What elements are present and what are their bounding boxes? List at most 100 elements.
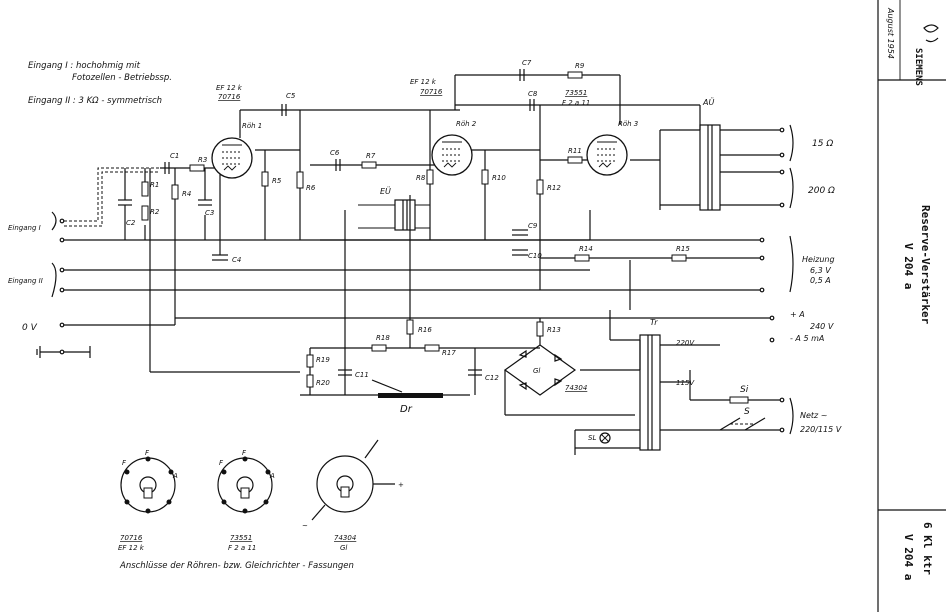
fuse: Si [729,385,749,404]
capacitors: C1 C2 C3 C4 C5 C6 C7 C8 C9 C10 C11 C12 [118,59,542,382]
terminal-1 [59,218,65,224]
wiring [64,74,780,455]
tube3-name: Röh 3 [618,120,638,128]
svg-text:F: F [219,459,224,467]
svg-text:C5: C5 [286,92,296,100]
code-text: 6 Kl ktr [921,522,934,575]
model-text: V 204 a [902,243,915,289]
svg-text:~: ~ [302,522,308,530]
socket3-type: Gl [340,544,347,552]
date-text: August 1954 [886,7,895,59]
socket2-type: F 2 a 11 [228,544,256,552]
title-block: SIEMENS August 1954 Reserve-Verstärker V… [877,0,946,612]
terminal-6 [59,349,65,355]
shielded-cable [64,167,160,222]
terminal-3 [59,267,65,273]
tube2-type: EF 12 k [410,78,437,86]
svg-text:R20: R20 [316,379,330,387]
eu-label: EÜ [380,186,391,196]
svg-text:R3: R3 [198,156,207,164]
output-terminals: 15 Ω 200 Ω Heizung 6,3 V 0,5 A + A 240 V… [759,124,842,435]
heizung-current: 0,5 A [810,276,831,285]
svg-text:+: + [398,481,404,489]
svg-text:R7: R7 [366,152,376,160]
svg-text:C4: C4 [232,256,241,264]
label-zero-v: 0 V [22,323,38,333]
v240-label: 240 V [810,322,834,331]
socket2-code: 73551 [230,534,252,542]
pilot-lamp: SL [588,432,611,444]
svg-text:C3: C3 [205,209,214,217]
socket1-code: 70716 [120,534,143,542]
tube-roh3: 73551 F 2 a 11 Röh 3 [562,89,638,176]
svg-text:C9: C9 [528,222,538,230]
tr-220-label: 220V [676,339,695,347]
note-input2: Eingang II : 3 KΩ - symmetrisch [28,96,162,106]
svg-text:R8: R8 [416,174,426,182]
svg-text:R4: R4 [182,190,191,198]
svg-text:R5: R5 [272,177,282,185]
code2-text: V 204 a [902,534,915,580]
svg-text:C1: C1 [170,152,179,160]
socket-ef12k: F F A [120,449,178,514]
rectifier-bridge: Gl 74304 [503,344,587,396]
choke: Dr [371,379,443,415]
svg-text:R6: R6 [306,184,316,192]
tube-roh1: EF 12 k 70716 Röh 1 [211,84,262,179]
svg-text:R13: R13 [547,326,561,334]
brand-text: SIEMENS [913,48,923,86]
output-15-ohm: 15 Ω [812,139,833,149]
svg-text:R1: R1 [150,181,159,189]
svg-text:R16: R16 [418,326,432,334]
note-input1-b: Fotozellen - Betriebssp. [72,73,172,83]
socket-f2a11: F F A [217,449,275,514]
tube1-type: EF 12 k [216,84,243,92]
output-200-ohm: 200 Ω [808,186,835,196]
svg-text:F: F [122,459,127,467]
minus-a-label: - A 5 mA [790,334,824,343]
input-transformer: EÜ [358,186,430,231]
svg-text:C8: C8 [528,90,538,98]
output-transformer: AÜ [699,97,721,211]
svg-text:A: A [172,472,178,480]
svg-text:R14: R14 [579,245,593,253]
svg-text:A: A [269,472,275,480]
note-input1: Eingang I : hochohmig mit [28,61,141,71]
svg-text:R2: R2 [150,208,160,216]
gl-code: 74304 [565,384,587,392]
socket1-type: EF 12 k [118,544,145,552]
au-label: AÜ [702,97,714,107]
gl-label: Gl [533,367,540,375]
svg-text:F: F [145,449,150,457]
fuse-label: Si [740,385,749,395]
svg-text:C12: C12 [485,374,499,382]
input-terminals: Eingang I Eingang II 0 V [8,211,65,355]
svg-text:C7: C7 [522,59,532,67]
switch-label: S [744,407,750,417]
svg-text:C6: C6 [330,149,340,157]
svg-text:R11: R11 [568,147,582,155]
svg-text:C11: C11 [355,371,369,379]
svg-text:R12: R12 [547,184,561,192]
svg-text:R10: R10 [492,174,506,182]
siemens-logo [923,24,939,43]
tube-roh2: EF 12 k 70716 Röh 2 [410,78,477,176]
power-transformer: Tr 220V 115V [639,318,720,451]
label-eingang2: Eingang II [8,277,43,285]
svg-text:R19: R19 [316,356,330,364]
svg-text:R18: R18 [376,334,390,342]
tube2-name: Röh 2 [456,120,477,128]
power-switch: S [719,407,766,431]
socket-gl: + ~ [302,439,404,530]
tube3-type: F 2 a 11 [562,99,590,107]
netz-label: Netz ~ [800,411,828,420]
sl-label: SL [588,434,596,442]
terminal-4 [59,287,65,293]
socket3-code: 74304 [334,534,356,542]
choke-label: Dr [400,404,413,415]
heizung-voltage: 6,3 V [810,266,831,275]
plus-a-label: + A [790,310,805,319]
svg-text:C10: C10 [528,252,542,260]
